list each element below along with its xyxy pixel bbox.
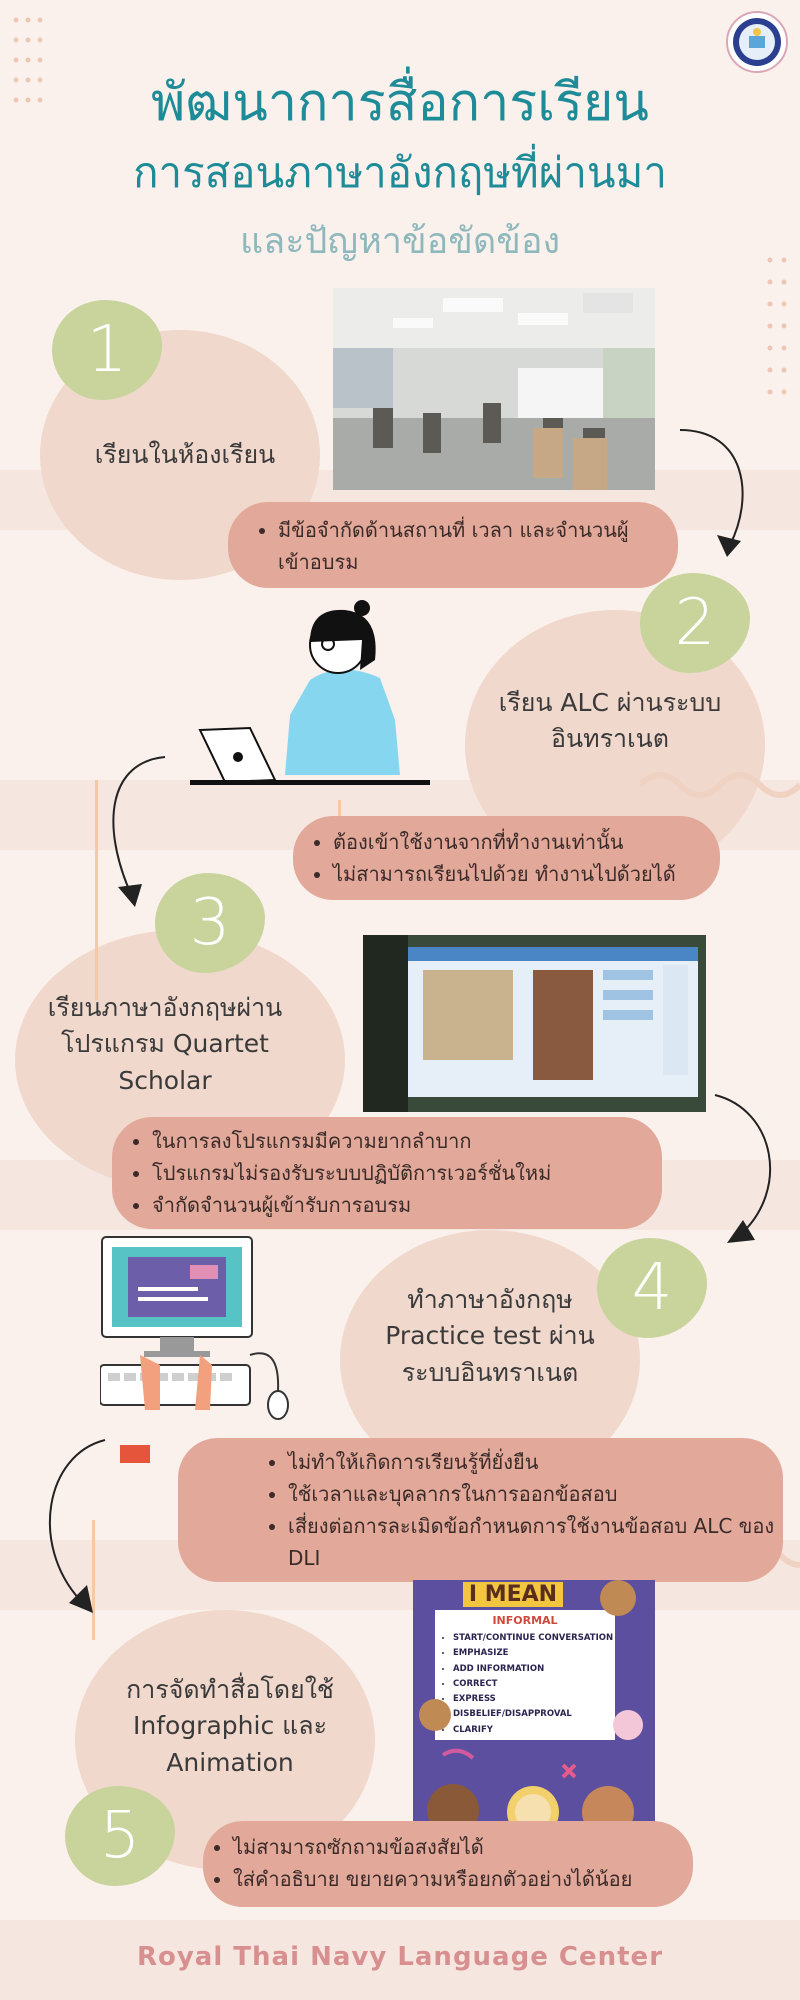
poster-item: EMPHASIZE <box>453 1646 615 1661</box>
wave-decoration <box>640 772 800 798</box>
poster-title: I MEAN <box>463 1582 563 1607</box>
page-subtitle: การสอนภาษาอังกฤษที่ผ่านมา <box>133 148 667 197</box>
dots-decoration <box>13 17 43 103</box>
step-number-2: 2 <box>640 573 750 673</box>
issue-item: ใช้เวลาและบุคลากรในการออกข้อสอบ <box>288 1478 783 1510</box>
issue-item: ไม่สามารถซักถามข้อสงสัยได้ <box>233 1831 693 1863</box>
step-label-2: เรียน ALC ผ่านระบบอินทราเนต <box>498 688 722 754</box>
arrow-curve <box>714 1094 772 1243</box>
informal-poster: I MEAN INFORMAL START/CONTINUE CONVERSAT… <box>413 1580 655 1827</box>
page-title: พัฒนาการสื่อการเรียน <box>151 73 649 133</box>
step-label-3: เรียนภาษาอังกฤษผ่านโปรแกรม Quartet Schol… <box>47 993 283 1095</box>
poster-item: START/CONTINUE CONVERSATION <box>453 1631 615 1646</box>
navy-logo-icon <box>726 11 788 73</box>
step-number-5: 5 <box>65 1786 175 1886</box>
laptop-woman-illustration <box>190 600 430 785</box>
arrow-curve <box>49 1439 106 1613</box>
poster-characters-illustration <box>419 1580 643 1827</box>
accent-line <box>92 1520 95 1640</box>
poster-item: CORRECT <box>453 1677 615 1692</box>
poster-item: EXPRESS DISBELIEF/DISAPPROVAL <box>453 1692 615 1723</box>
dots-decoration <box>767 257 787 395</box>
poster-item: CLARIFY <box>453 1723 615 1738</box>
bg-band <box>0 1920 800 2000</box>
accent-line <box>95 780 98 1000</box>
step-number-1: 1 <box>52 300 162 400</box>
step-1-issues: มีข้อจำกัดด้านสถานที่ เวลา และจำนวนผู้เข… <box>228 502 678 588</box>
issue-item: ไม่ทำให้เกิดการเรียนรู้ที่ยั่งยืน <box>288 1446 783 1478</box>
issue-item: ต้องเข้าใช้งานจากที่ทำงานเท่านั้น <box>333 826 710 858</box>
footer-organization: Royal Thai Navy Language Center <box>136 1942 664 1972</box>
step-4-issues: ไม่ทำให้เกิดการเรียนรู้ที่ยั่งยืน ใช้เวล… <box>178 1438 783 1582</box>
step-label-4: ทำภาษาอังกฤษ Practice test ผ่านระบบอินทร… <box>385 1285 595 1387</box>
step-number-4: 4 <box>597 1238 707 1338</box>
page-subtitle-secondary: และปัญหาข้อขัดข้อง <box>239 221 561 262</box>
step-number-3: 3 <box>155 873 265 973</box>
issue-item: ไม่สามารถเรียนไปด้วย ทำงานไปด้วยได้ <box>333 858 710 890</box>
step-label-1: เรียนในห้องเรียน <box>94 440 276 469</box>
poster-item: ADD INFORMATION <box>453 1662 615 1677</box>
step-label-5: การจัดทำสื่อโดยใช้ Infographic และ Anima… <box>126 1675 334 1777</box>
step-2-issues: ต้องเข้าใช้งานจากที่ทำงานเท่านั้น ไม่สาม… <box>293 816 720 900</box>
computer-typing-illustration <box>100 1236 289 1463</box>
poster-card: INFORMAL START/CONTINUE CONVERSATION EMP… <box>435 1610 615 1740</box>
arrow-curve <box>112 756 166 907</box>
issue-item: ในการลงโปรแกรมมีความยากลำบาก <box>152 1125 662 1157</box>
issue-item: เสี่ยงต่อการละเมิดข้อกำหนดการใช้งานข้อสอ… <box>288 1510 783 1574</box>
step-3-issues: ในการลงโปรแกรมมีความยากลำบาก โปรแกรมไม่ร… <box>112 1117 662 1229</box>
issue-item: โปรแกรมไม่รองรับระบบปฏิบัติการเวอร์ชั่นใ… <box>152 1157 662 1189</box>
issue-item: มีข้อจำกัดด้านสถานที่ เวลา และจำนวนผู้เข… <box>278 514 658 578</box>
poster-subtitle: INFORMAL <box>492 1614 558 1627</box>
issue-item: ใส่คำอธิบาย ขยายความหรือยกตัวอย่างได้น้อ… <box>233 1863 693 1895</box>
issue-item: จำกัดจำนวนผู้เข้ารับการอบรม <box>152 1189 662 1221</box>
classroom-photo <box>333 288 655 490</box>
step-5-issues: ไม่สามารถซักถามข้อสงสัยได้ ใส่คำอธิบาย ข… <box>203 1821 693 1907</box>
arrow-curve <box>679 429 744 557</box>
software-screen-photo <box>363 935 706 1112</box>
